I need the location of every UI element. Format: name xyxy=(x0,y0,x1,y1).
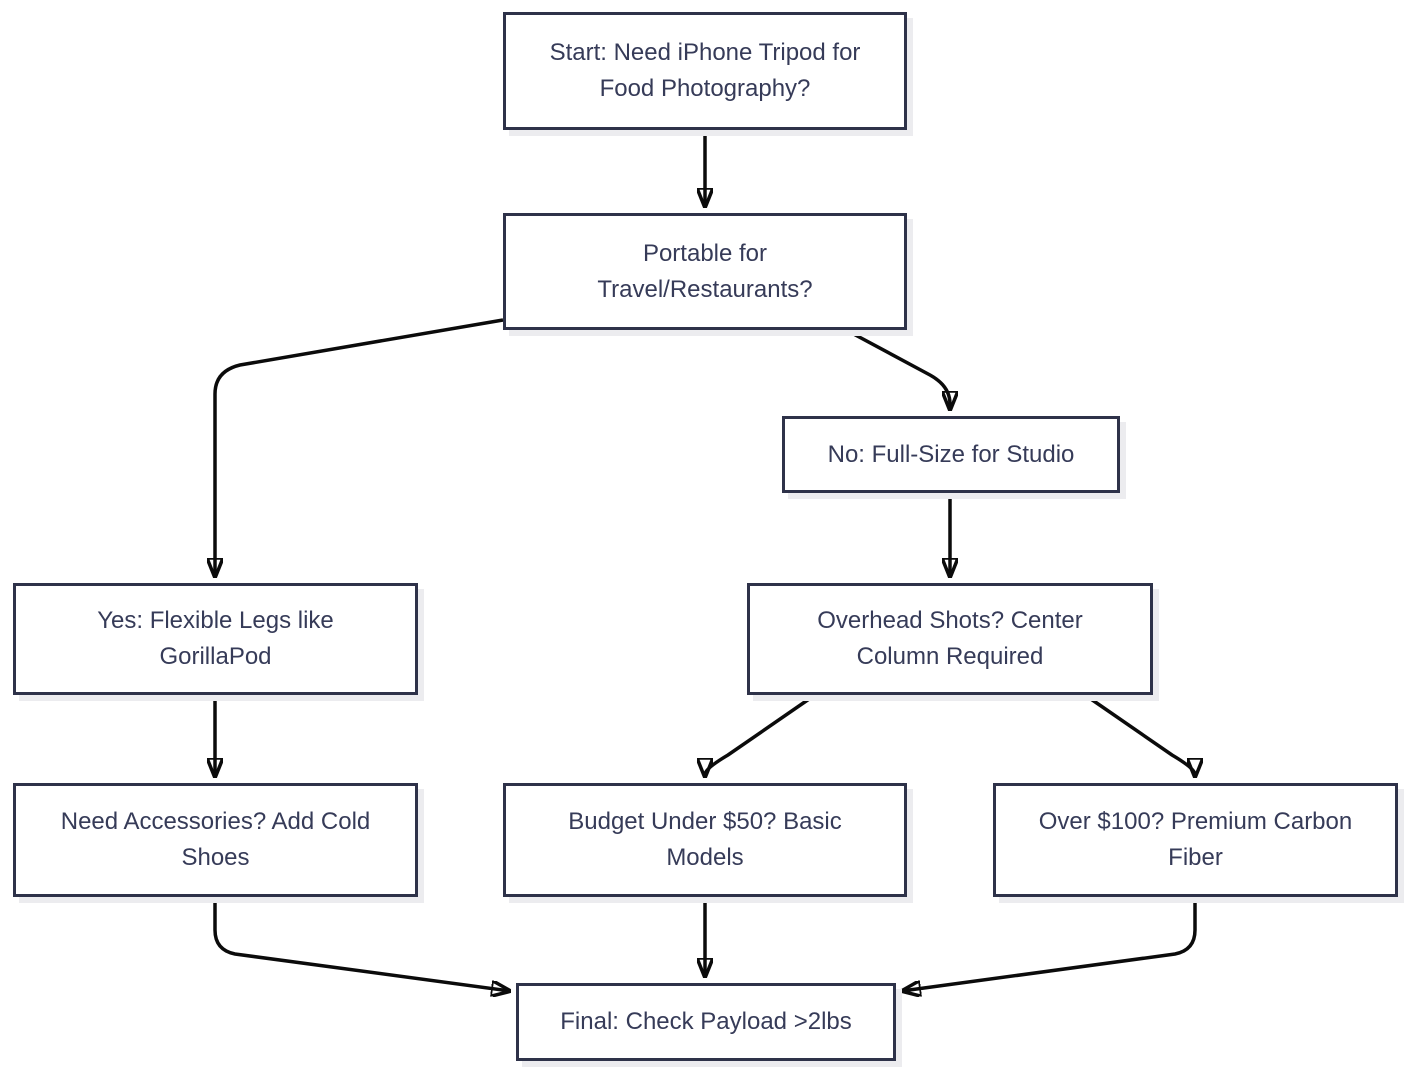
node-no-full-size: No: Full-Size for Studio xyxy=(782,416,1120,493)
node-over-100: Over $100? Premium Carbon Fiber xyxy=(993,783,1398,897)
node-portable-label: Portable for Travel/Restaurants? xyxy=(597,239,813,303)
node-overhead: Overhead Shots? Center Column Required xyxy=(747,583,1153,695)
edge-portable-no xyxy=(847,329,950,410)
edge-accessories-final xyxy=(213,899,510,991)
node-need-accessories: Need Accessories? Add Cold Shoes xyxy=(13,783,418,897)
node-start-label: Start: Need iPhone Tripod for Food Photo… xyxy=(549,39,861,102)
node-overhead-label: Overhead Shots? Center Column Required xyxy=(817,607,1083,670)
node-yes-flexible: Yes: Flexible Legs like GorillaPod xyxy=(13,583,418,695)
edge-over100-final xyxy=(902,899,1197,991)
node-start: Start: Need iPhone Tripod for Food Photo… xyxy=(503,12,907,130)
node-need-accessories-label: Need Accessories? Add Cold Shoes xyxy=(60,808,371,871)
node-budget-label: Budget Under $50? Basic Models xyxy=(568,808,842,871)
node-yes-flexible-label: Yes: Flexible Legs like GorillaPod xyxy=(97,607,334,670)
edge-overhead-budget xyxy=(705,695,813,777)
node-over-100-label: Over $100? Premium Carbon Fiber xyxy=(1038,808,1353,871)
node-portable: Portable for Travel/Restaurants? xyxy=(503,213,907,330)
node-final: Final: Check Payload >2lbs xyxy=(516,983,896,1061)
edge-portable-yes xyxy=(215,318,504,577)
node-no-full-size-label: No: Full-Size for Studio xyxy=(827,440,1075,468)
node-final-label: Final: Check Payload >2lbs xyxy=(560,1008,852,1035)
node-budget: Budget Under $50? Basic Models xyxy=(503,783,907,897)
edge-overhead-over100 xyxy=(1087,695,1195,777)
